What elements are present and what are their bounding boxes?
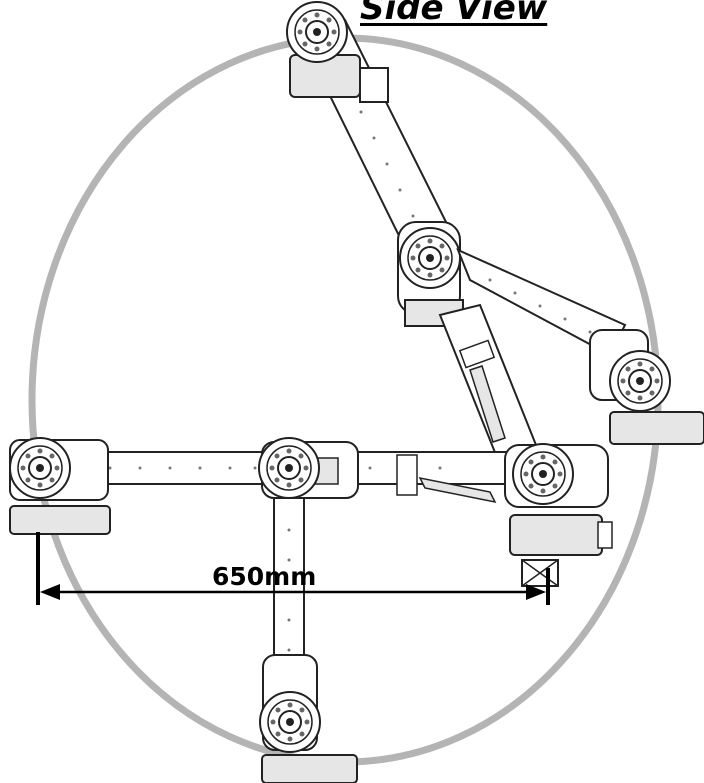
- mounting-base-icon: [9, 505, 111, 535]
- side-arm-right: [456, 248, 704, 445]
- page-title: Side View: [360, 0, 548, 28]
- dimension-line: [36, 532, 550, 605]
- reach-circle: [28, 34, 662, 766]
- dimension-label: 650mm: [212, 562, 317, 591]
- right-joint-assembly: [504, 443, 613, 587]
- left-joint-assembly: [9, 437, 111, 535]
- mounting-base-icon: [509, 514, 603, 556]
- forearm-link: [438, 303, 542, 467]
- elbow-joint-upper: [397, 221, 464, 327]
- mounting-base-icon: [261, 754, 358, 783]
- mounting-base-icon: [609, 411, 704, 445]
- upper-arm-raised: [286, 1, 457, 260]
- downward-arm: [259, 497, 358, 783]
- center-joint-assembly: [258, 437, 359, 499]
